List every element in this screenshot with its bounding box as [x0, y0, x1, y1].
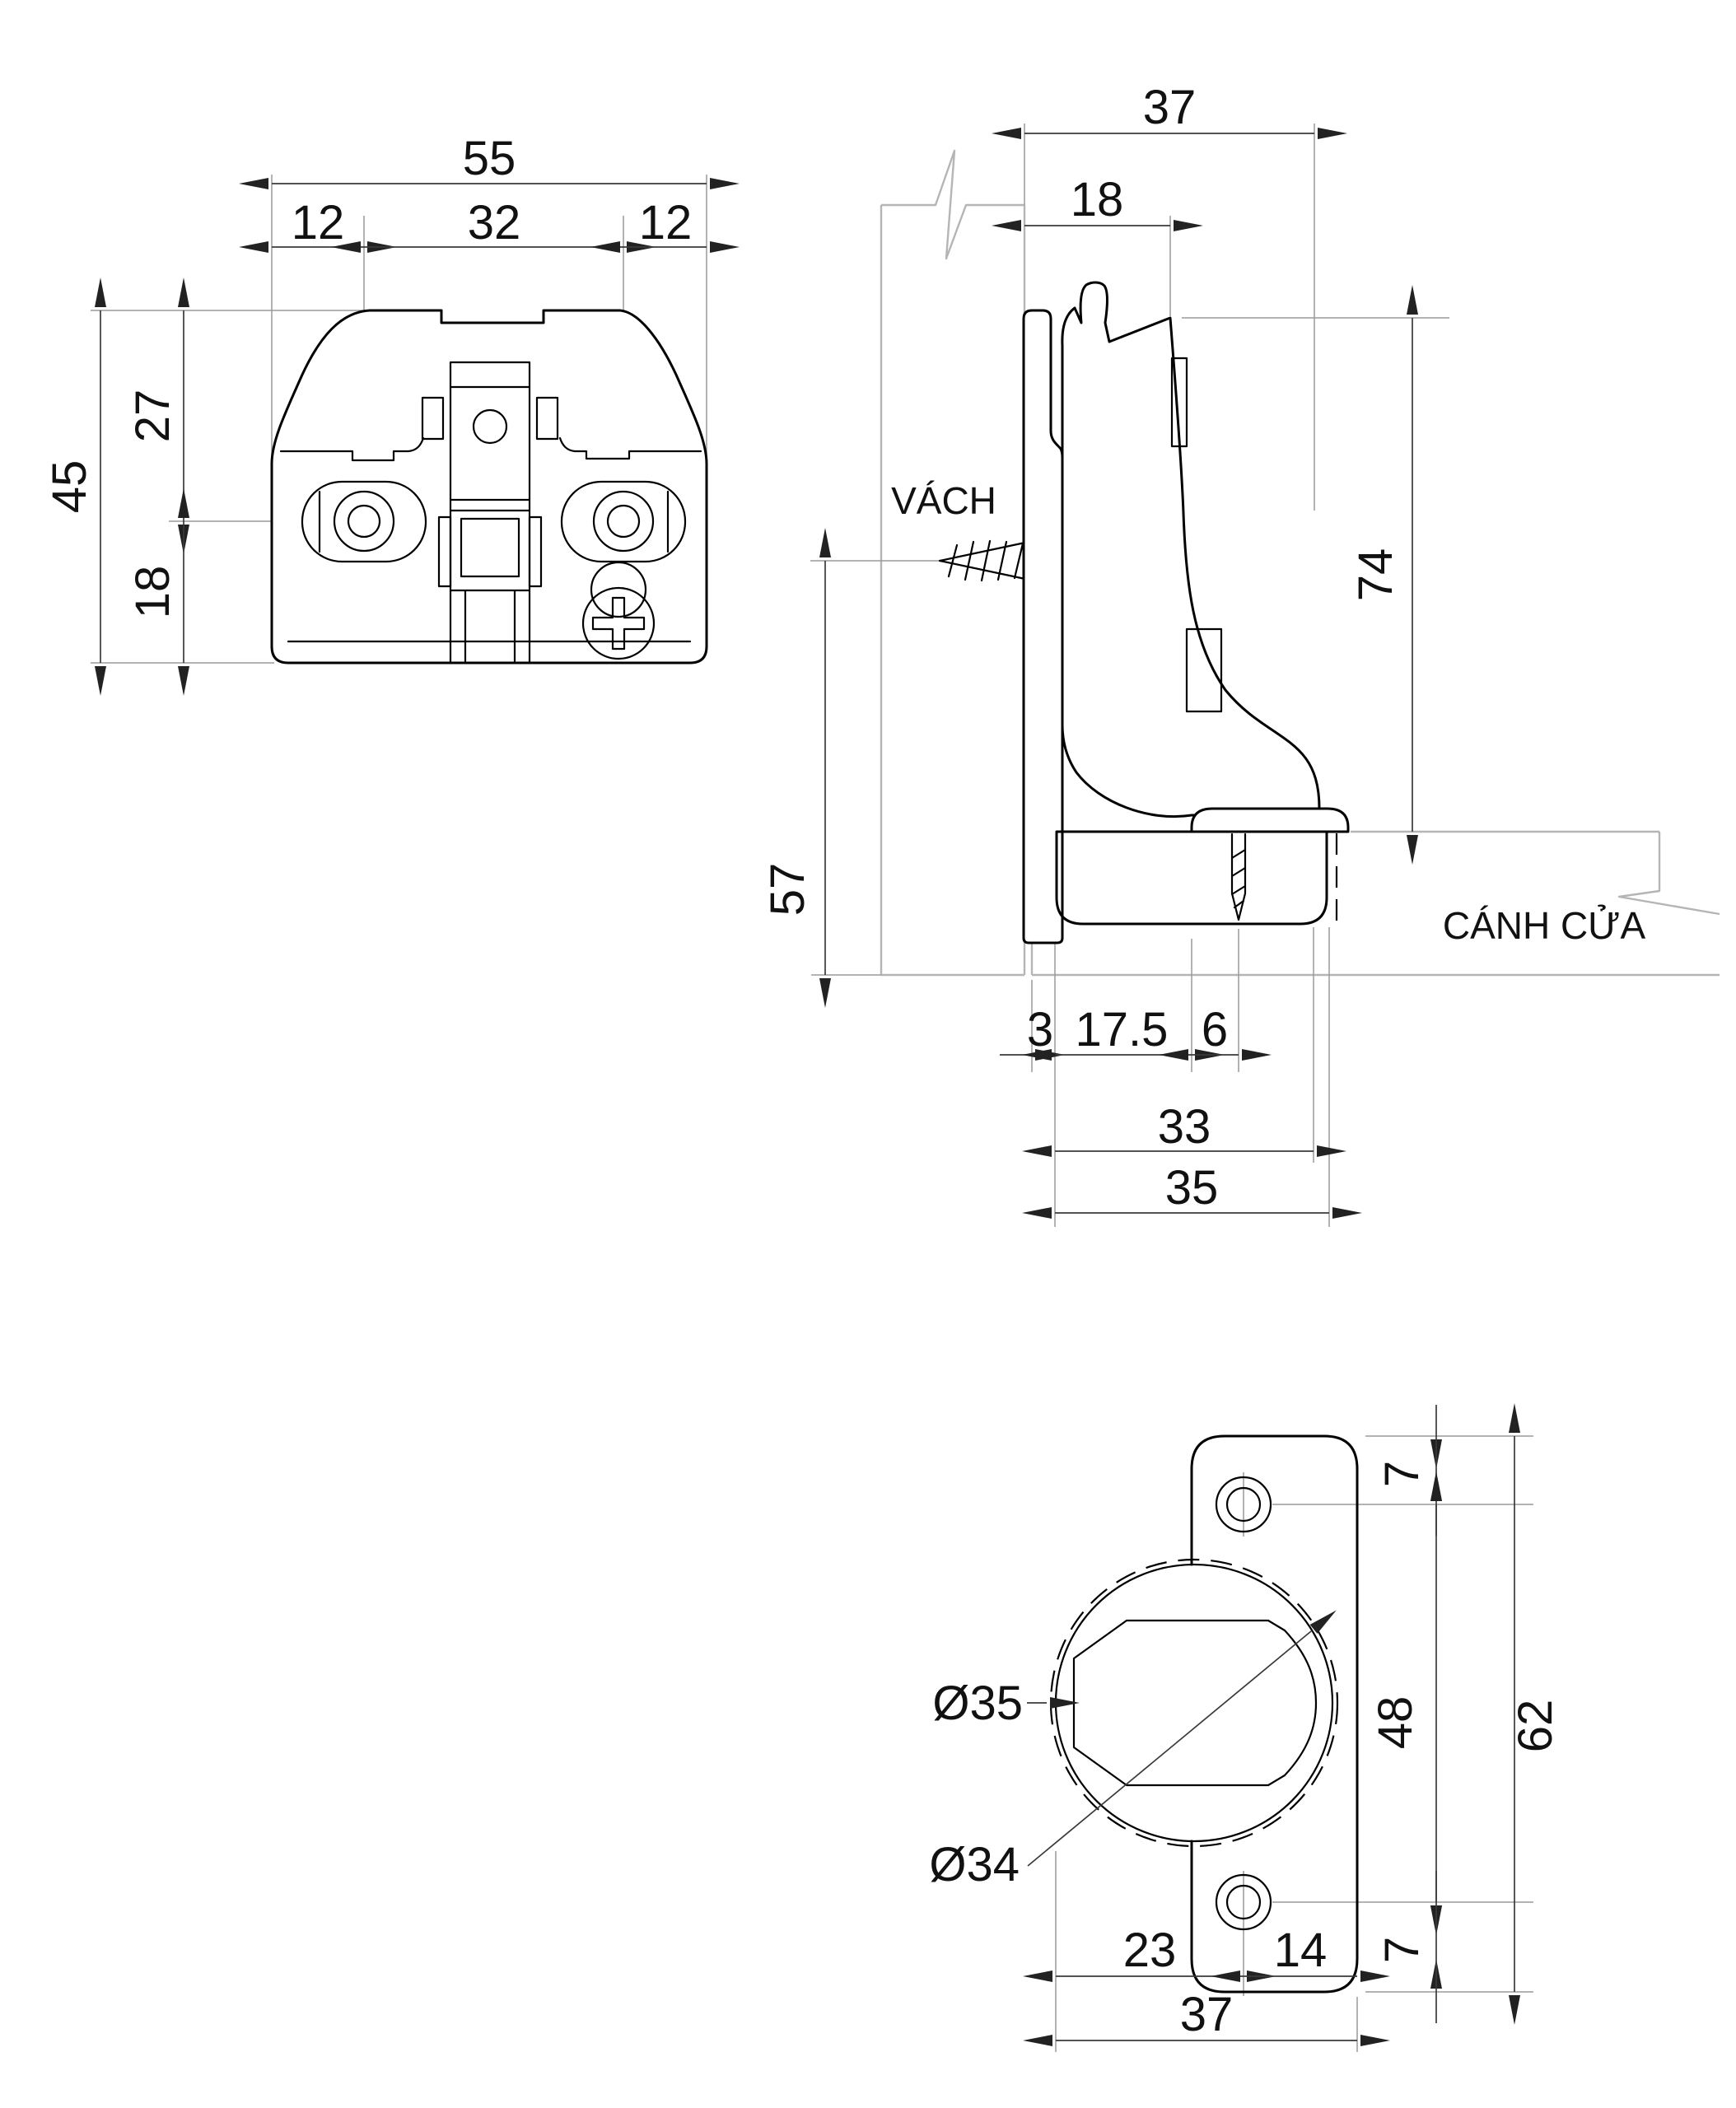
side-extension-lines — [810, 124, 1449, 1227]
cup-plate-outline — [1190, 1434, 1359, 1994]
door-screw-icon — [1230, 832, 1247, 921]
left-boss — [301, 480, 427, 563]
column-inner-block — [460, 517, 520, 578]
dim-17-5: 17.5 — [1076, 1003, 1169, 1056]
dim-37-width: 37 — [1180, 1988, 1234, 2041]
column-screw-hole — [472, 408, 508, 445]
wall-label: VÁCH — [891, 479, 996, 522]
plate-right-tab — [535, 396, 559, 441]
plate-center-column — [449, 361, 531, 665]
view-side-section: 37 18 VÁCH 74 57 3 17.5 6 33 35 CÁNH CỬA — [761, 81, 1720, 1227]
leader-d34 — [1027, 1610, 1337, 1867]
dim-14: 14 — [1274, 1924, 1328, 1977]
right-boss-ring — [592, 490, 655, 553]
dim-3: 3 — [1027, 1003, 1053, 1056]
arm-clip-upper — [1170, 357, 1188, 448]
door-panel — [1030, 830, 1720, 977]
plate-inner-edges — [279, 436, 702, 462]
phillips-screw — [581, 586, 656, 660]
dim-48: 48 — [1369, 1696, 1422, 1750]
hinge-arm — [1061, 281, 1321, 818]
view-cup-pattern: Ø35 Ø34 7 48 62 7 23 14 37 — [929, 1403, 1562, 2052]
dim-45: 45 — [43, 460, 96, 514]
left-boss-ring — [333, 490, 395, 553]
door-label: CÁNH CỬA — [1443, 904, 1646, 947]
plate-outline — [270, 309, 708, 665]
right-boss — [560, 480, 687, 563]
dim-35: 35 — [1165, 1161, 1219, 1215]
cup-interior-shape — [1072, 1619, 1318, 1787]
dim-d35: Ø35 — [932, 1677, 1023, 1730]
dim-18-depth: 18 — [1071, 173, 1124, 226]
dim-37: 37 — [1143, 81, 1197, 134]
screw-seat-circle — [590, 561, 647, 618]
plate-left-tab — [421, 396, 445, 441]
top-screw-hole-inner — [1225, 1486, 1262, 1523]
dim-62: 62 — [1509, 1700, 1562, 1753]
top-screw-hole-outer — [1215, 1476, 1272, 1533]
dim-6: 6 — [1202, 1003, 1228, 1056]
dim-18: 18 — [126, 566, 180, 619]
dim-d34: Ø34 — [929, 1838, 1020, 1891]
dim-12-left: 12 — [292, 196, 345, 250]
cup-extension-lines — [1055, 1435, 1533, 2052]
dim-23: 23 — [1123, 1924, 1177, 1977]
column-right-rail — [528, 515, 543, 588]
dim-33: 33 — [1158, 1100, 1211, 1154]
dim-55: 55 — [463, 132, 516, 185]
dim-27: 27 — [126, 389, 180, 443]
dim-7-bot: 7 — [1375, 1937, 1429, 1963]
column-left-rail — [437, 515, 452, 588]
view-mounting-plate: 55 12 32 12 45 27 18 — [43, 132, 740, 696]
phillips-cross-icon — [591, 596, 646, 651]
dim-7-top: 7 — [1375, 1461, 1429, 1487]
bottom-screw-hole-inner — [1225, 1884, 1262, 1920]
cup-circle-dashed — [1049, 1558, 1339, 1848]
dim-74: 74 — [1349, 548, 1402, 602]
arm-clip-lower — [1185, 627, 1223, 713]
cup-flange — [1190, 807, 1350, 833]
dim-32: 32 — [468, 196, 521, 250]
bottom-screw-hole-outer — [1215, 1873, 1272, 1931]
hinge-wing — [1022, 309, 1064, 944]
dim-57: 57 — [761, 863, 814, 916]
right-screw-hole — [606, 504, 641, 539]
cup-circle-solid — [1054, 1563, 1334, 1843]
cup-pot — [1055, 830, 1328, 926]
dim-12-right: 12 — [639, 196, 693, 250]
left-screw-hole — [347, 504, 381, 539]
